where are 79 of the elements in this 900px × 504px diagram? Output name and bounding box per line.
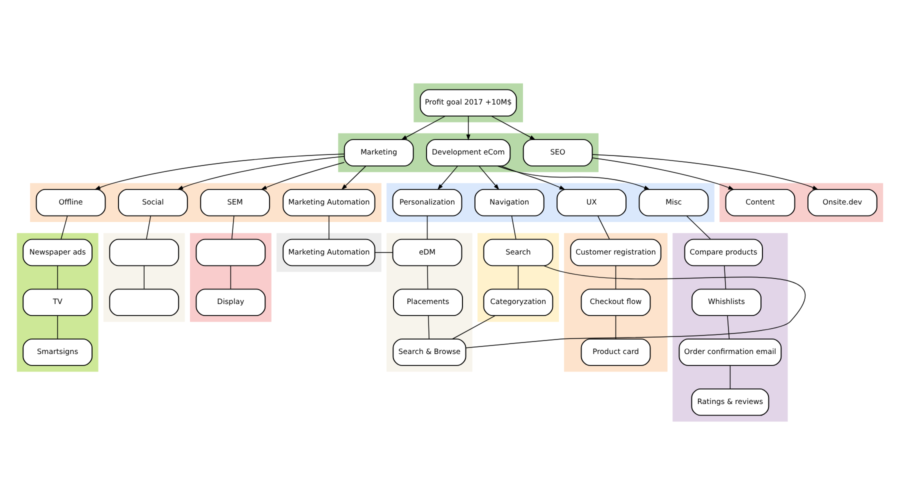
node-box: Marketing: [344, 138, 414, 166]
node-box: Customer registration: [570, 238, 662, 266]
connector: [426, 215, 428, 239]
connector: [146, 215, 151, 239]
node-box: Navigation: [474, 188, 544, 216]
node-box: Search & Browse: [392, 338, 466, 366]
node-box: Onsite.dev: [807, 188, 878, 216]
cluster: [672, 232, 788, 422]
connector: [230, 265, 232, 289]
node-box: Development eCom: [426, 138, 511, 166]
cluster: [478, 232, 559, 322]
connector: [511, 215, 516, 239]
node-box: Checkout flow: [580, 288, 651, 316]
node-box: UX: [556, 188, 627, 216]
connector: [615, 314, 616, 339]
connector: [232, 215, 234, 239]
connector: [466, 264, 806, 348]
cluster: [16, 232, 98, 372]
connector: [727, 314, 730, 339]
node-box: Misc: [638, 188, 709, 216]
connector: [57, 314, 58, 339]
node-box: Compare products: [684, 238, 763, 266]
node-box: Placements: [393, 288, 463, 316]
cluster: [414, 82, 523, 122]
node-box: Offline: [36, 188, 106, 216]
node-box: Display: [196, 288, 266, 316]
node-box: Newspaper ads: [22, 238, 93, 266]
cluster: [190, 232, 272, 322]
connector: [686, 215, 711, 239]
connector: [615, 265, 616, 289]
arrow: [466, 115, 470, 140]
arrow: [592, 154, 818, 190]
node-box: Smartsigns: [22, 338, 93, 366]
node-box: Whishlists: [692, 288, 762, 316]
node-box: SEM: [200, 188, 270, 216]
arrow: [491, 115, 536, 140]
node-box: Search: [483, 238, 554, 266]
node-box: Social: [118, 188, 188, 216]
cluster: [276, 232, 382, 272]
connector: [328, 215, 330, 239]
arrow: [437, 165, 458, 190]
node-box: Ratings & reviews: [691, 388, 770, 416]
node-box: Categoryzation: [483, 288, 554, 316]
node-box: Marketing Automation: [282, 238, 376, 266]
node-box: eDM: [392, 238, 462, 266]
cluster: [564, 232, 668, 372]
arrow: [260, 162, 345, 190]
node-box: SEO: [522, 138, 593, 166]
node-box: Content: [725, 188, 796, 216]
connector: [57, 265, 58, 289]
arrow: [592, 156, 734, 190]
connector: [724, 265, 726, 289]
connector: [60, 215, 68, 239]
connector: [730, 364, 731, 388]
connector: [428, 314, 430, 339]
arrow: [94, 153, 345, 190]
connector: [518, 265, 519, 289]
arrow: [177, 156, 345, 190]
node-box: Marketing Automation: [282, 188, 376, 216]
connector: [144, 265, 145, 289]
node-box: TV: [22, 288, 93, 316]
connector: [427, 265, 428, 289]
node-box: Personalization: [392, 188, 462, 216]
node-box: Order confirmation email: [678, 338, 782, 366]
arrow: [341, 165, 366, 190]
cluster: [386, 232, 472, 372]
arrow: [478, 165, 500, 190]
connector: [598, 215, 610, 239]
cluster: [720, 182, 884, 222]
cluster: [103, 232, 185, 322]
node-box: [196, 238, 266, 266]
node-box: Product card: [580, 338, 651, 366]
node-box: [109, 238, 180, 266]
arrow: [497, 165, 650, 190]
arrow: [401, 115, 446, 140]
node-box: [109, 288, 180, 316]
node-box: Profit goal 2017 +10M$: [420, 88, 517, 116]
connector: [452, 314, 496, 339]
arrow: [500, 165, 566, 190]
